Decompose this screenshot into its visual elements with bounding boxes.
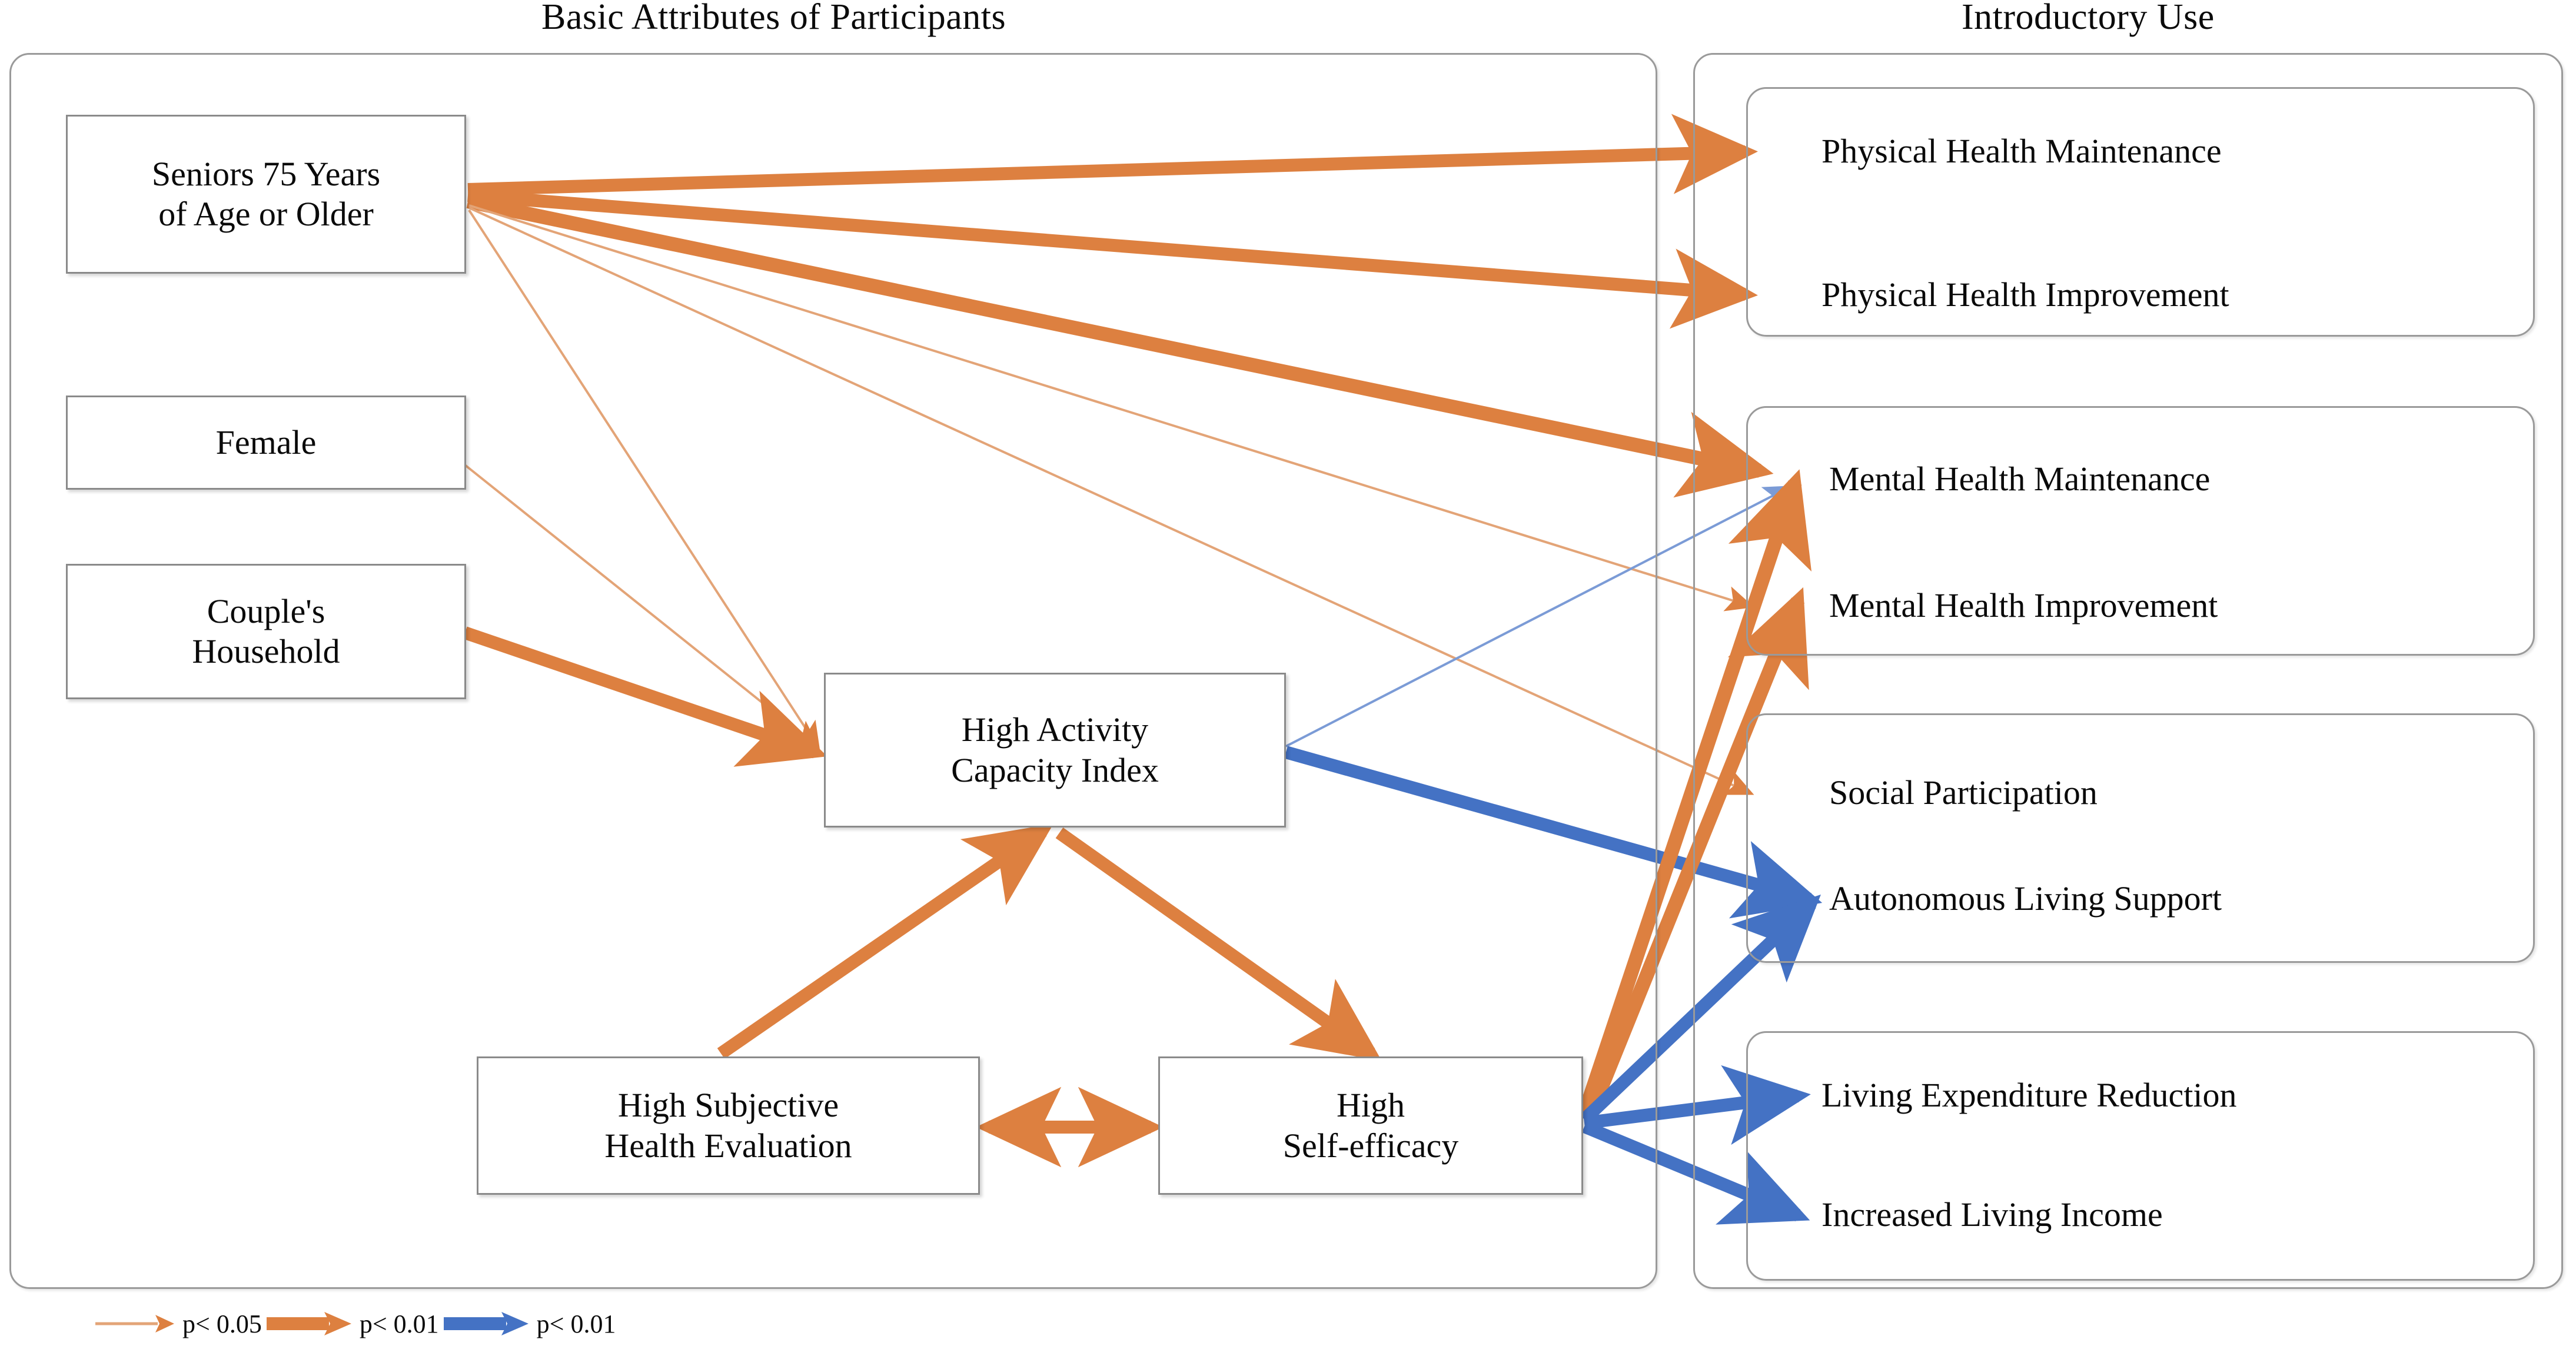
- node-label: Female: [215, 423, 317, 461]
- legend-arrow-orange-thin-icon: [95, 1315, 174, 1333]
- group-mental-health: [1746, 406, 2535, 656]
- outcome-physical-health-improvement[interactable]: Physical Health Improvement: [1822, 275, 2229, 314]
- outcome-social-participation[interactable]: Social Participation: [1829, 773, 2098, 812]
- edge-high-self-efficacy-increased-living-income: [1581, 1120, 1810, 1225]
- outcome-physical-health-maintenance[interactable]: Physical Health Maintenance: [1822, 132, 2222, 170]
- edge-high-self-efficacy-autonomous-living-support: [1580, 894, 1821, 1124]
- edge-couple-high-activity-capacity-index: [463, 626, 827, 767]
- legend-label: p< 0.01: [536, 1309, 616, 1338]
- node-female[interactable]: Female: [66, 396, 466, 490]
- outcome-autonomous-living-support[interactable]: Autonomous Living Support: [1829, 879, 2222, 918]
- legend: p< 0.05 p< 0.01 p< 0.01: [94, 1308, 619, 1340]
- outcome-mental-health-maintenance[interactable]: Mental Health Maintenance: [1829, 460, 2211, 498]
- legend-item-p05: p< 0.05: [94, 1308, 265, 1340]
- group-introductory-use: [1693, 53, 2563, 1289]
- outcome-mental-health-improvement[interactable]: Mental Health Improvement: [1829, 586, 2218, 624]
- edge-seniors-mental-health-maintenance: [466, 194, 1774, 498]
- outcome-living-expenditure-reduction[interactable]: Living Expenditure Reduction: [1822, 1076, 2237, 1114]
- edge-seniors-social-participation: [468, 207, 1754, 795]
- group-physical-health: [1746, 87, 2535, 337]
- outcome-increased-living-income[interactable]: Increased Living Income: [1822, 1195, 2163, 1234]
- group-social: [1746, 713, 2535, 963]
- edge-seniors-physical-health-improvement: [467, 189, 1758, 329]
- legend-label: p< 0.05: [182, 1309, 262, 1338]
- edge-high-activity-capacity-index-mental-health-maintenance: [1285, 486, 1793, 747]
- left-panel-title: Basic Attributes of Participants: [541, 0, 1006, 37]
- edge-seniors-mental-health-improvement: [468, 204, 1754, 612]
- legend-arrow-orange-thick-icon: [266, 1312, 351, 1335]
- edge-high-activity-capacity-index-autonomous-living-support: [1284, 746, 1823, 919]
- edge-high-subjective-health-evaluation-high-activity-capacity-index: [717, 823, 1054, 1059]
- edge-seniors-high-activity-capacity-index: [468, 209, 820, 751]
- legend-label: p< 0.01: [359, 1309, 439, 1338]
- legend-item-p01-blue: p< 0.01: [443, 1308, 620, 1340]
- right-panel-title: Introductory Use: [1962, 0, 2215, 37]
- edge-seniors-physical-health-maintenance: [467, 114, 1758, 196]
- edge-high-self-efficacy-living-expenditure-reduction: [1583, 1065, 1811, 1145]
- group-economic: [1746, 1031, 2535, 1281]
- legend-arrow-blue-thick-icon: [443, 1312, 529, 1335]
- edge-high-activity-capacity-index-high-self-efficacy: [1055, 828, 1382, 1061]
- group-basic-attributes: [9, 53, 1657, 1289]
- legend-item-p01-orange: p< 0.01: [265, 1308, 443, 1340]
